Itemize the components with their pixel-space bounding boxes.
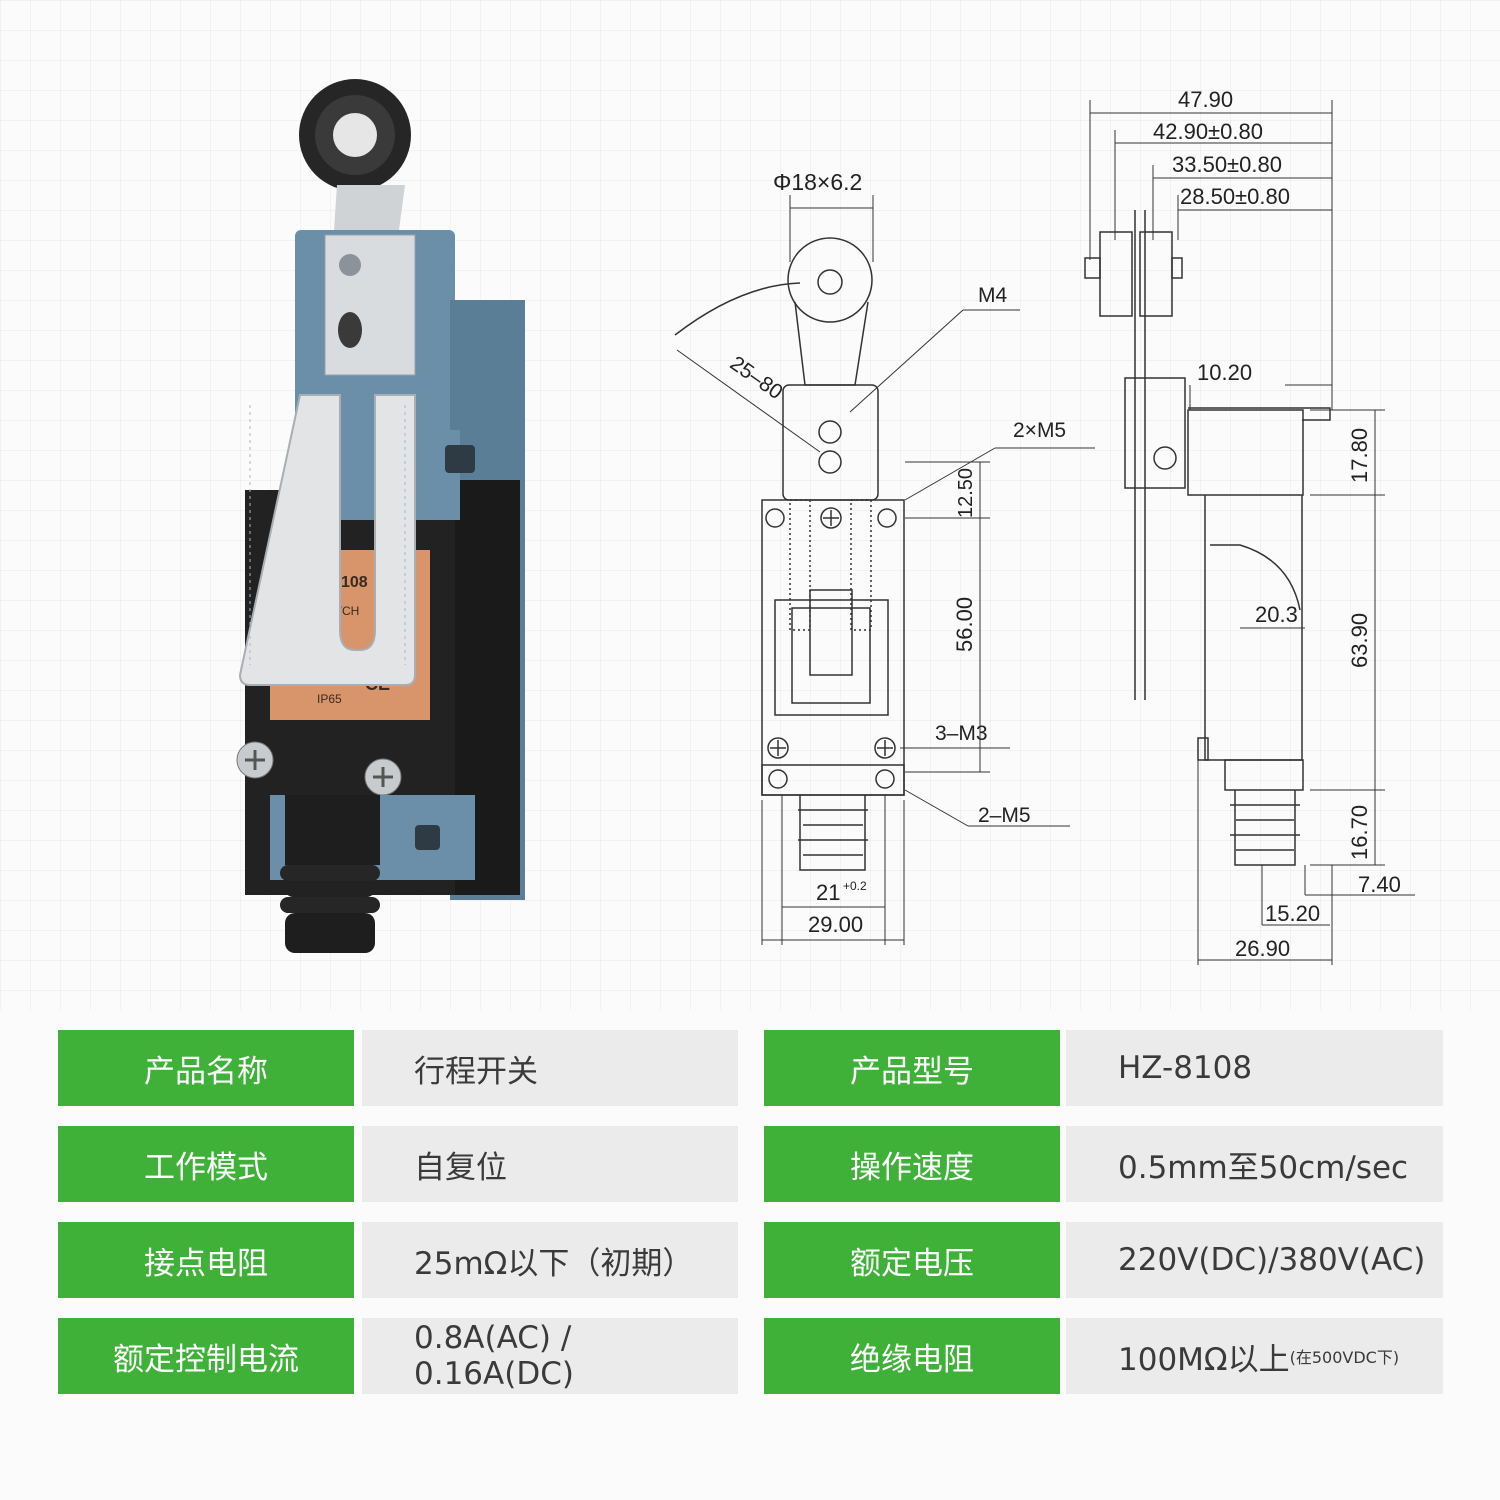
- side-dimension-lines: [1089, 100, 1415, 965]
- dim-side-d3: 33.50±0.80: [1172, 152, 1282, 177]
- dim-side-d2: 42.90±0.80: [1153, 119, 1263, 144]
- front-view: [674, 237, 905, 871]
- spec-key: 接点电阻: [58, 1222, 354, 1298]
- spec-value: 0.5mm至50cm/sec: [1066, 1126, 1443, 1202]
- product-photo: H 108 LIM VITCH IP65 CE: [236, 79, 525, 953]
- spec-value: 25mΩ以下（初期）: [362, 1222, 738, 1298]
- front-dimension-lines: [676, 195, 1095, 945]
- dim-side-d11: 15.20: [1265, 901, 1320, 926]
- dim-inner-width-tolerance: +0.2: [843, 879, 867, 893]
- spec-value: HZ-8108: [1066, 1030, 1443, 1106]
- spec-row: 工作模式 自复位 操作速度 0.5mm至50cm/sec: [58, 1126, 1443, 1202]
- spec-row: 额定控制电流 0.8A(AC) / 0.16A(DC) 绝缘电阻 100MΩ以上…: [58, 1318, 1443, 1394]
- label-rating: IP65: [317, 692, 342, 706]
- spec-value-text: HZ-8108: [1118, 1050, 1253, 1086]
- spec-value: 220V(DC)/380V(AC): [1066, 1222, 1443, 1298]
- spec-value: 自复位: [362, 1126, 738, 1202]
- spec-value-text: 0.5mm至50cm/sec: [1118, 1149, 1409, 1186]
- spec-value-text: 100MΩ以上: [1118, 1341, 1290, 1378]
- spec-value: 行程开关: [362, 1030, 738, 1106]
- dimension-labels: Φ18×6.2 25–80 M4 2×M5 12.50 56.00 3–M3 2…: [726, 87, 1401, 961]
- spec-key: 额定电压: [764, 1222, 1060, 1298]
- dim-side-d12: 26.90: [1235, 936, 1290, 961]
- dim-side-d5: 10.20: [1197, 360, 1252, 385]
- spec-key: 操作速度: [764, 1126, 1060, 1202]
- side-view: [1084, 210, 1331, 866]
- technical-drawing: Φ18×6.2 25–80 M4 2×M5 12.50 56.00 3–M3 2…: [674, 87, 1415, 965]
- dim-lever-range: 25–80: [726, 352, 787, 404]
- dim-thread-top: M4: [978, 284, 1007, 307]
- spec-value-note: (在500VDC下): [1289, 1348, 1400, 1367]
- spec-key: 绝缘电阻: [764, 1318, 1060, 1394]
- rubber-boot: [285, 795, 380, 865]
- dim-side-d6: 17.80: [1347, 428, 1372, 483]
- roller-hub: [333, 113, 377, 157]
- dim-side-d10: 7.40: [1358, 872, 1401, 897]
- dim-width: 29.00: [808, 912, 863, 937]
- dim-h1: 12.50: [955, 468, 977, 518]
- dim-side-d4: 28.50±0.80: [1180, 184, 1290, 209]
- dim-bottom-holes: 2–M5: [978, 804, 1031, 827]
- dim-side-d1: 47.90: [1178, 87, 1233, 112]
- spec-key: 产品型号: [764, 1030, 1060, 1106]
- spec-row: 产品名称 行程开关 产品型号 HZ-8108: [58, 1030, 1443, 1106]
- spec-value: 100MΩ以上(在500VDC下): [1066, 1318, 1443, 1394]
- dim-roller: Φ18×6.2: [773, 169, 862, 195]
- dim-mounting-screws: 3–M3: [935, 722, 988, 745]
- dim-h2: 56.00: [952, 597, 977, 652]
- dim-side-d9: 16.70: [1347, 805, 1372, 860]
- lever-arm: [238, 394, 416, 686]
- dim-holes: 2×M5: [1013, 419, 1066, 442]
- dim-side-d8: 20.3: [1255, 602, 1298, 627]
- spec-row: 接点电阻 25mΩ以下（初期） 额定电压 220V(DC)/380V(AC): [58, 1222, 1443, 1298]
- spec-key: 额定控制电流: [58, 1318, 354, 1394]
- dim-inner-width: 21: [816, 880, 840, 905]
- dim-side-d7: 63.90: [1347, 613, 1372, 668]
- spec-value: 0.8A(AC) / 0.16A(DC): [362, 1318, 738, 1394]
- spec-key: 产品名称: [58, 1030, 354, 1106]
- spec-key: 工作模式: [58, 1126, 354, 1202]
- spec-value-text: 220V(DC)/380V(AC): [1118, 1242, 1426, 1278]
